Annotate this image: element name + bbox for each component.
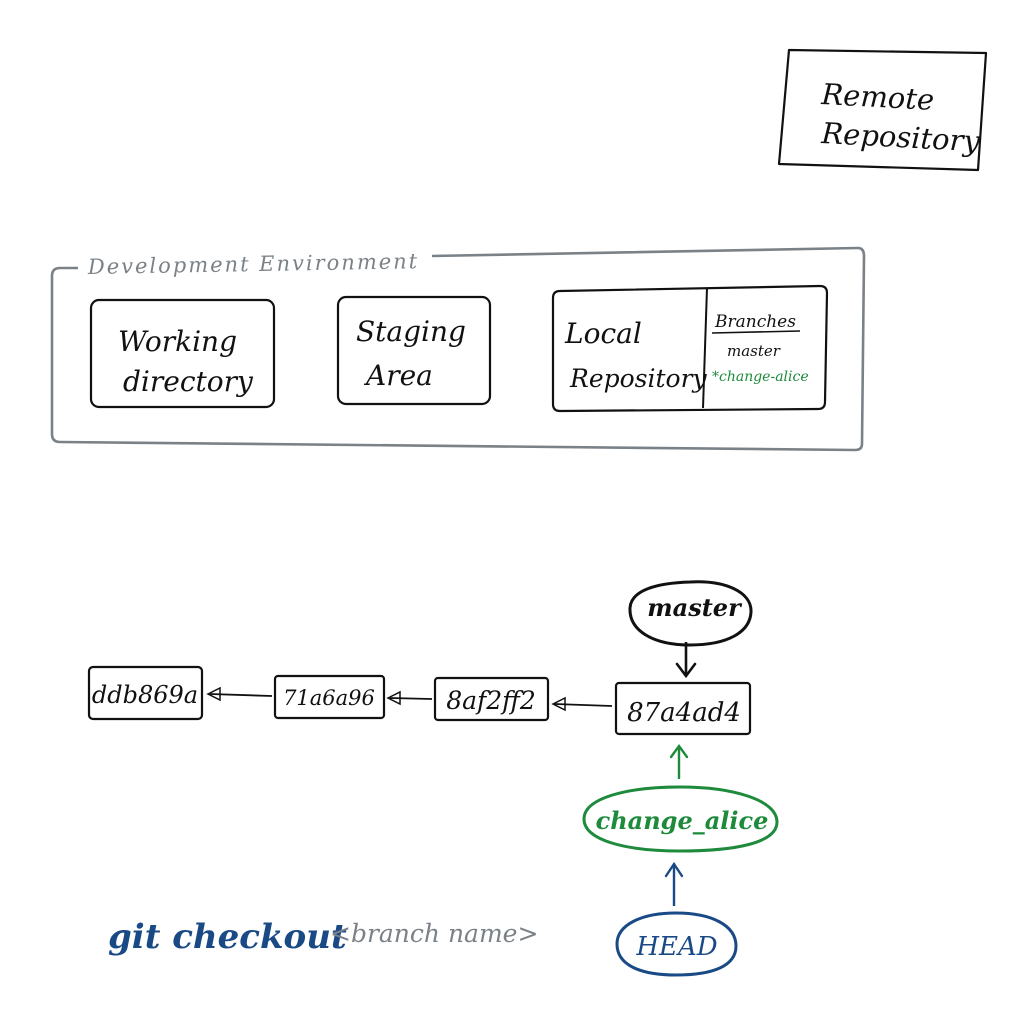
change-alice-pointer: change_alice [582,743,779,853]
branch-item-change-alice: *change-alice [712,369,809,385]
change-alice-arrow [669,743,689,779]
local-repository: Local Repository Branches master *change… [551,284,829,413]
head-pointer-ellipse [615,911,738,977]
master-pointer-label: master [647,593,743,622]
working-directory: Working directory [89,298,276,409]
remote-repository: Remote Repository [777,48,988,172]
working-directory-line1: Working [118,325,237,358]
git-command-argument: <branch name> [330,919,538,948]
development-environment: Development Environment [50,246,866,452]
commit-box [614,681,752,736]
local-repository-divider [702,287,708,409]
git-command-text: git checkout [108,917,347,957]
remote-repository-line2: Repository [820,116,982,158]
commit-87a4ad4: 87a4ad4 [614,681,752,736]
master-pointer: master [628,580,753,679]
branch-item-master: master [727,342,781,360]
change-alice-pointer-ellipse [582,785,779,853]
remote-repository-line1: Remote [820,77,935,117]
local-repository-line1: Local [564,317,642,350]
remote-repository-box [777,48,988,172]
head-pointer-label: HEAD [635,932,717,962]
commit-chain: ddb869a 71a6a96 8af2ff2 87a4ad4 [87,665,752,736]
git-command: git checkout <branch name> [108,917,538,957]
change-alice-pointer-label: change_alice [596,806,769,835]
working-directory-line2: directory [123,365,254,398]
branches-title-underline [711,330,801,334]
staging-area-line1: Staging [356,315,466,348]
parent-arrow [206,686,273,702]
parent-arrow [386,690,433,706]
commit-box [87,665,204,721]
development-environment-label: Development Environment [87,249,420,279]
head-pointer: HEAD [615,861,738,977]
commit-hash: ddb869a [92,681,198,709]
commit-8af2ff2: 8af2ff2 [433,676,550,722]
commit-ddb869a: ddb869a [87,665,204,721]
local-repository-line2: Repository [569,364,708,393]
staging-area: Staging Area [336,295,492,406]
development-environment-frame [50,246,866,452]
master-arrow [675,642,697,679]
local-repository-box [551,284,829,413]
commit-box [433,676,550,722]
commit-hash: 71a6a96 [283,686,375,710]
parent-arrow [551,696,613,712]
staging-area-line2: Area [363,359,433,392]
staging-area-box [336,295,492,406]
commit-box [273,674,386,720]
head-arrow [664,861,684,906]
master-pointer-ellipse [628,580,753,647]
commit-hash: 8af2ff2 [446,686,536,715]
branches-title: Branches [714,312,796,332]
commit-71a6a96: 71a6a96 [273,674,386,720]
working-directory-box [89,298,276,409]
commit-hash: 87a4ad4 [627,698,741,728]
